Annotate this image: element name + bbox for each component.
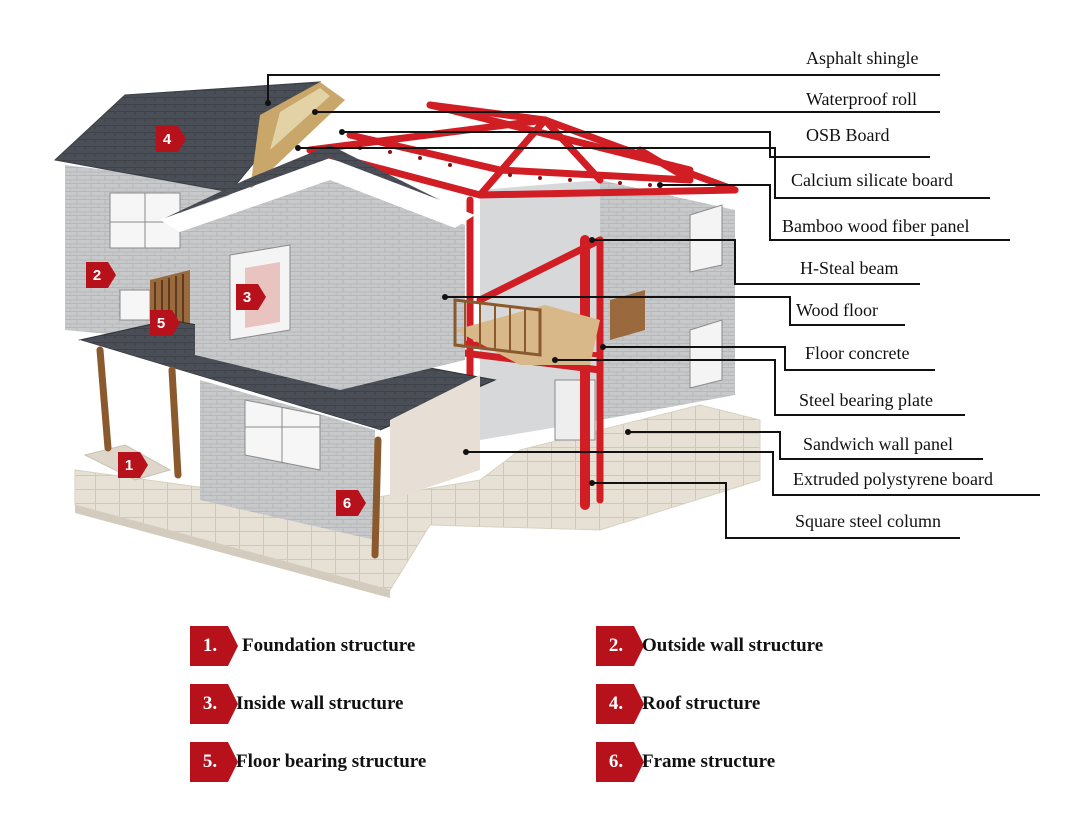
marker-4: 4	[156, 126, 186, 152]
marker-4-number: 4	[163, 131, 172, 148]
callout-floor-concrete: Floor concrete	[805, 343, 910, 363]
legend-label-1: Foundation structure	[242, 635, 416, 656]
legend-number-5: 5.	[202, 751, 218, 772]
marker-2: 2	[86, 262, 116, 288]
legend-badge-6	[596, 742, 644, 782]
marker-5-number: 5	[157, 315, 165, 332]
callout-square-steel-column: Square steel column	[795, 511, 941, 531]
leader-steel-bearing-plate	[555, 359, 965, 416]
legend-number-4: 4.	[608, 693, 624, 714]
callout-h-steal-beam: H-Steal beam	[800, 258, 899, 278]
leader-osb-board	[342, 131, 930, 158]
legend-badge-2	[596, 626, 644, 666]
legend-number-3: 3.	[202, 693, 218, 714]
right-wall	[480, 180, 735, 441]
legend-badge-1	[190, 626, 238, 666]
leader-asphalt-shingle	[267, 74, 940, 103]
marker-2-number: 2	[93, 267, 101, 284]
legend-label-2: Outside wall structure	[642, 635, 824, 656]
callout-waterproof-roll: Waterproof roll	[806, 89, 918, 109]
leader-h-steal-beam	[592, 239, 920, 285]
porch-posts	[96, 346, 382, 559]
legend-number-2: 2.	[608, 635, 624, 656]
legend-badge-4	[596, 684, 644, 724]
leader-wood-floor	[445, 296, 905, 326]
callout-bamboo-wood-fiber-panel: Bamboo wood fiber panel	[782, 216, 970, 236]
leader-calcium-silicate-board	[298, 147, 990, 199]
legend-badge-5	[190, 742, 238, 782]
leader-sandwich-wall-panel	[628, 431, 983, 460]
marker-5: 5	[150, 310, 180, 336]
leader-square-steel-column	[592, 482, 960, 539]
callout-extruded-polystyrene-board: Extruded polystyrene board	[793, 469, 993, 489]
ground-floor	[200, 375, 480, 540]
callout-wood-floor: Wood floor	[796, 300, 879, 320]
marker-6-number: 6	[343, 495, 351, 512]
callout-sandwich-wall-panel: Sandwich wall panel	[803, 434, 953, 454]
callout-osb-board: OSB Board	[806, 125, 890, 145]
marker-1: 1	[118, 452, 148, 478]
legend-number-1: 1.	[202, 635, 218, 656]
legend-number-6: 6.	[608, 751, 624, 772]
legend-badge-3	[190, 684, 238, 724]
legend-label-6: Frame structure	[642, 751, 776, 772]
marker-1-number: 1	[125, 457, 133, 474]
leader-bamboo-wood-fiber-panel	[660, 184, 1010, 241]
leader-extruded-polystyrene-board	[466, 451, 1040, 496]
marker-6: 6	[336, 490, 366, 516]
callout-asphalt-shingle: Asphalt shingle	[806, 48, 919, 68]
callout-calcium-silicate-board: Calcium silicate board	[791, 170, 953, 190]
marker-3-number: 3	[243, 289, 251, 306]
leader-floor-concrete	[603, 346, 935, 371]
marker-3: 3	[236, 284, 266, 310]
legend-label-4: Roof structure	[642, 693, 761, 714]
legend-label-3: Inside wall structure	[236, 693, 404, 714]
callout-leaders	[267, 74, 1040, 539]
callout-steel-bearing-plate: Steel bearing plate	[799, 390, 933, 410]
leader-dots	[265, 100, 663, 486]
legend-label-5: Floor bearing structure	[236, 751, 427, 772]
interior-floor	[453, 290, 645, 365]
